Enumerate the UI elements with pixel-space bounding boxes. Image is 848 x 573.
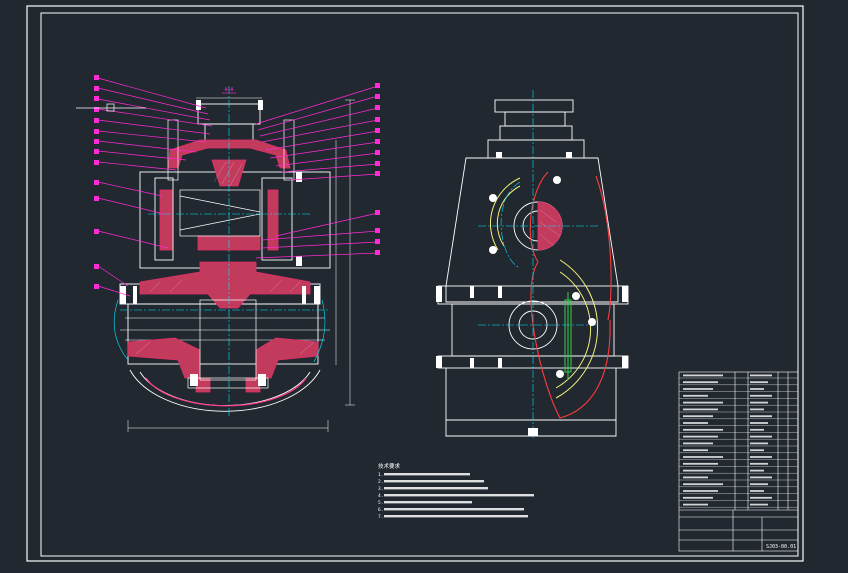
- section-view: A—A: [114, 86, 355, 432]
- parts-list-material: [750, 442, 768, 445]
- parts-list-rows: [679, 374, 798, 508]
- inner-drawing-frame: [40, 12, 799, 557]
- parts-list-material: [750, 381, 768, 384]
- parts-list-material: [750, 496, 772, 499]
- title-block: [678, 371, 799, 552]
- notes-heading: 技术要求: [378, 462, 401, 470]
- parts-list-entry: [683, 374, 723, 377]
- parts-list-material: [750, 408, 764, 411]
- parts-list-entry: [683, 381, 718, 384]
- note-item: 5.: [378, 500, 383, 506]
- parts-list-material: [750, 456, 772, 458]
- note-text-line: [384, 501, 472, 504]
- parts-list-material: [750, 476, 772, 479]
- technical-notes: 技术要求 1.2.3.4.5.6.7.: [378, 462, 534, 520]
- parts-list-entry: [683, 462, 718, 465]
- parts-list-material: [750, 435, 772, 438]
- parts-list-material: [750, 449, 764, 452]
- drawing-number: SJ03-00.01: [766, 544, 796, 550]
- note-text-line: [384, 487, 488, 490]
- parts-list-entry: [683, 415, 713, 418]
- part-balloons-left: [97, 77, 213, 297]
- parts-list-entry: [683, 503, 708, 506]
- parts-list-material: [750, 374, 772, 377]
- note-item: 3.: [378, 486, 383, 492]
- note-text-line: [384, 515, 528, 518]
- parts-list-entry: [683, 422, 708, 424]
- note-item: 1.: [378, 472, 383, 478]
- note-text-line: [384, 494, 534, 497]
- parts-list-entry: [683, 469, 713, 472]
- parts-list-entry: [683, 435, 718, 438]
- side-view: [436, 90, 629, 440]
- note-text-line: [384, 508, 524, 511]
- parts-list-entry: [683, 476, 708, 479]
- note-text-line: [384, 480, 484, 483]
- parts-list-entry: [683, 490, 718, 492]
- parts-list-entry: [683, 483, 723, 486]
- parts-list-material: [750, 428, 764, 431]
- outer-sheet-frame: [26, 5, 804, 562]
- parts-list-entry: [683, 388, 713, 390]
- parts-list-entry: [683, 401, 723, 404]
- note-item: 6.: [378, 507, 383, 513]
- parts-list-material: [750, 388, 764, 390]
- section-view-label: A—A: [224, 87, 233, 93]
- part-balloons-right: [255, 85, 379, 259]
- parts-list-entry: [683, 496, 713, 499]
- note-item: 7.: [378, 514, 383, 520]
- note-item: 2.: [378, 479, 383, 485]
- parts-list-entry: [683, 428, 723, 431]
- note-item: 4.: [378, 493, 383, 499]
- parts-list-material: [750, 394, 772, 397]
- parts-list-entry: [683, 394, 708, 397]
- parts-list-material: [750, 422, 768, 424]
- parts-list-entry: [683, 449, 708, 452]
- parts-list-material: [750, 415, 772, 418]
- parts-list-entry: [683, 456, 723, 458]
- parts-list-material: [750, 483, 768, 486]
- parts-list-material: [750, 503, 768, 506]
- parts-list-material: [750, 490, 764, 492]
- parts-list-entry: [683, 442, 713, 445]
- parts-list-material: [750, 401, 768, 404]
- parts-list-material: [750, 469, 764, 472]
- parts-list-entry: [683, 408, 718, 411]
- parts-list-material: [750, 462, 768, 465]
- note-text-line: [384, 473, 470, 476]
